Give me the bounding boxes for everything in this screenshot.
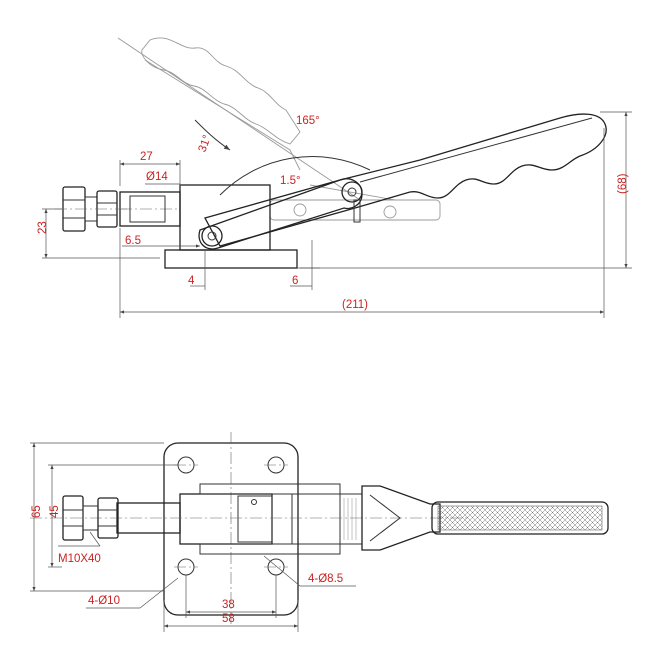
dim-6-5: 6.5 (125, 235, 141, 247)
top-body (179, 493, 273, 545)
link-arm (198, 178, 363, 250)
top-yoke (361, 485, 441, 551)
dim-bore: Ø14 (146, 171, 168, 183)
dim-overall-length: (211) (342, 299, 368, 311)
pivot-pin-rear (341, 181, 363, 203)
top-dimensions (30, 442, 356, 632)
swing-arc (219, 156, 371, 196)
dim-angle-31: 31° (197, 133, 214, 153)
pivot-pin-front (201, 225, 223, 247)
body-block (179, 184, 271, 251)
side-view: 27 Ø14 31° 165° 1.5° 23 6.5 4 6 (68) (21… (37, 37, 632, 318)
top-spindle-bolt (62, 495, 119, 541)
dim-4: 4 (188, 275, 195, 287)
dim-overall-height: (68) (617, 173, 629, 194)
dim-45: 45 (49, 505, 61, 518)
top-grip (431, 501, 609, 535)
dim-58: 58 (222, 613, 235, 625)
side-dimensions (42, 111, 632, 318)
dim-hole-small: 4-Ø8.5 (308, 573, 343, 585)
dim-thread: M10X40 (58, 553, 101, 565)
main-handle (204, 113, 607, 247)
dim-27: 27 (140, 151, 153, 163)
dim-hole-large: 4-Ø10 (88, 595, 120, 607)
top-view: 65 45 M10X40 4-Ø8.5 4-Ø10 38 58 (30, 432, 609, 632)
dim-6: 6 (292, 275, 298, 287)
ghost-handle-open (117, 37, 361, 201)
dim-angle-1-5: 1.5° (280, 175, 301, 187)
dim-65: 65 (31, 505, 43, 518)
dim-38: 38 (222, 599, 235, 611)
base-plate (164, 249, 298, 269)
ghost-plunger (269, 184, 441, 221)
spindle-bolt (55, 186, 130, 232)
dim-23: 23 (37, 221, 49, 234)
dim-angle-165: 165° (296, 115, 320, 127)
grip-knurling (437, 505, 603, 531)
